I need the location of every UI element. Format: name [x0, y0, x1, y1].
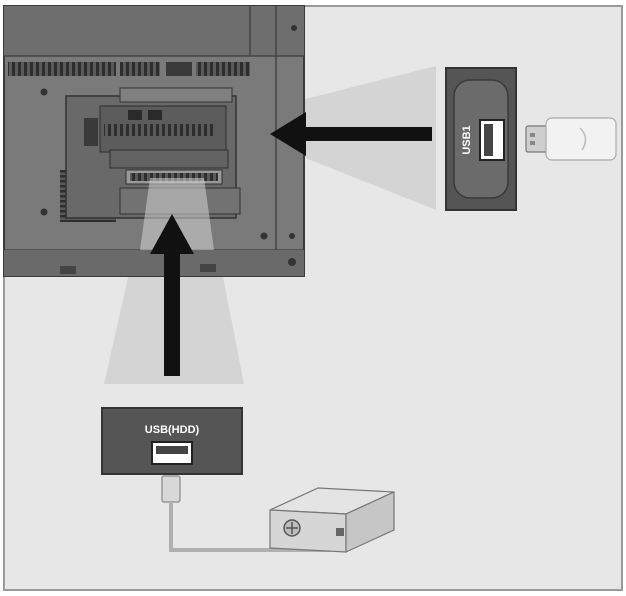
arrow-to-usb-hdd: [150, 214, 194, 376]
usb-hdd-port-panel: USB(HDD): [101, 407, 243, 475]
arrow-to-usb1: [270, 112, 432, 156]
usb1-label: USB1: [461, 125, 473, 154]
usb-port-icon: [479, 119, 505, 161]
tv-back: [3, 5, 305, 277]
usb1-port-panel: USB1: [445, 67, 517, 211]
usb-hdd-label: USB(HDD): [145, 424, 200, 436]
usb-flash-drive-icon: [525, 117, 617, 161]
external-hard-drive-icon: [269, 487, 395, 553]
usb-port-icon: [151, 441, 193, 465]
beam-usb-hdd-top: [140, 178, 214, 250]
